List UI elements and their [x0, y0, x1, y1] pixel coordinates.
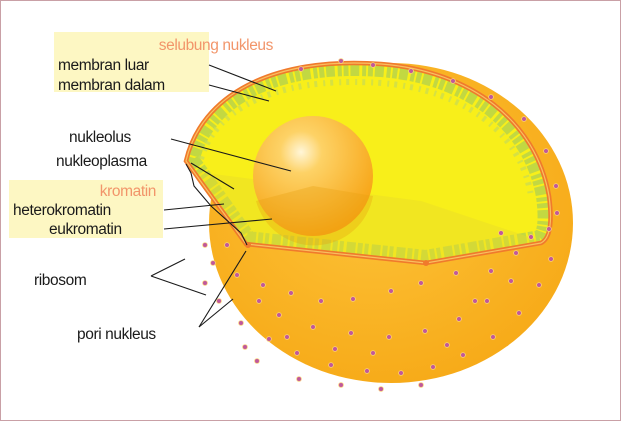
- ribosome-dot: [338, 382, 344, 388]
- ribosome-dot: [444, 342, 450, 348]
- ribosome-dot: [543, 148, 549, 154]
- ribosome-dot: [408, 68, 414, 74]
- ribosome-dot: [508, 278, 514, 284]
- ribosome-dot: [332, 346, 338, 352]
- ribosome-dot: [242, 344, 248, 350]
- ribosome-dot: [386, 334, 392, 340]
- ribosome-dot: [370, 62, 376, 68]
- ribosome-dot: [296, 376, 302, 382]
- ribosome-dot: [310, 324, 316, 330]
- ribosome-dot: [388, 288, 394, 294]
- label-heterochromatin: heterokromatin: [13, 202, 111, 219]
- ribosome-dot: [488, 94, 494, 100]
- ribosome-dot: [210, 260, 216, 266]
- label-inner-membrane: membran dalam: [58, 77, 165, 94]
- label-nucleolus: nukleolus: [69, 129, 132, 146]
- leader-lines: [150, 64, 292, 328]
- ribosome-dot: [254, 358, 260, 364]
- label-nuclear-pore: pori nukleus: [77, 326, 156, 343]
- ribosome-dot: [260, 282, 266, 288]
- ribosome-dot: [238, 320, 244, 326]
- ribosome-dot: [516, 310, 522, 316]
- ribosome-dot: [418, 280, 424, 286]
- label-nucleoplasm: nukleoplasma: [56, 153, 148, 170]
- ribosome-dot: [488, 268, 494, 274]
- envelope-label-highlight: [54, 32, 209, 92]
- ribosome-dot: [378, 386, 384, 392]
- ribosome-dot: [418, 382, 424, 388]
- ribosome-dot: [472, 298, 478, 304]
- ribosome-dot: [256, 298, 262, 304]
- ribosome-dot: [224, 242, 230, 248]
- ribosome-dot: [554, 210, 560, 216]
- ribosome-dot: [398, 370, 404, 376]
- ribosome-dot: [430, 364, 436, 370]
- ribosome-dot: [422, 328, 428, 334]
- ribosome-dot: [513, 250, 519, 256]
- ribosome-dot: [546, 226, 552, 232]
- chromatin-label-highlight: [9, 180, 163, 238]
- ribosome-dot: [216, 298, 222, 304]
- ribosomes: [202, 58, 560, 392]
- ribosome-dot: [202, 242, 208, 248]
- ribosome-dot: [350, 296, 356, 302]
- label-ribosome: ribosom: [34, 272, 86, 289]
- ribosome-dot: [453, 270, 459, 276]
- ribosome-dot: [288, 290, 294, 296]
- ribosome-dot: [318, 298, 324, 304]
- label-chromatin: kromatin: [100, 183, 156, 200]
- ribosome-dot: [450, 78, 456, 84]
- ribosome-dot: [484, 298, 490, 304]
- nuclear-pore: [423, 260, 429, 266]
- ribosome-dot: [548, 256, 554, 262]
- ribosome-dot: [202, 280, 208, 286]
- label-outer-membrane: membran luar: [58, 57, 149, 74]
- ribosome-dot: [521, 116, 527, 122]
- ribosome-dot: [328, 362, 334, 368]
- ribosome-dot: [294, 350, 300, 356]
- label-nuclear-envelope: selubung nukleus: [159, 37, 274, 54]
- ribosome-dot: [528, 234, 534, 240]
- ribosome-dot: [348, 330, 354, 336]
- ribosome-dot: [298, 66, 304, 72]
- ribosome-dot: [460, 352, 466, 358]
- ribosome-dot: [276, 312, 282, 318]
- label-euchromatin: eukromatin: [49, 221, 122, 238]
- nucleolus: [253, 116, 373, 236]
- ribosome-dot: [490, 334, 496, 340]
- ribosome-dot: [266, 336, 272, 342]
- ribosome-dot: [498, 230, 504, 236]
- ribosome-dot: [338, 58, 344, 64]
- ribosome-dot: [234, 272, 240, 278]
- ribosome-dot: [284, 334, 290, 340]
- ribosome-dot: [553, 183, 559, 189]
- ribosome-dot: [536, 282, 542, 288]
- ribosome-dot: [456, 316, 462, 322]
- ribosome-dot: [364, 368, 370, 374]
- ribosome-dot: [370, 350, 376, 356]
